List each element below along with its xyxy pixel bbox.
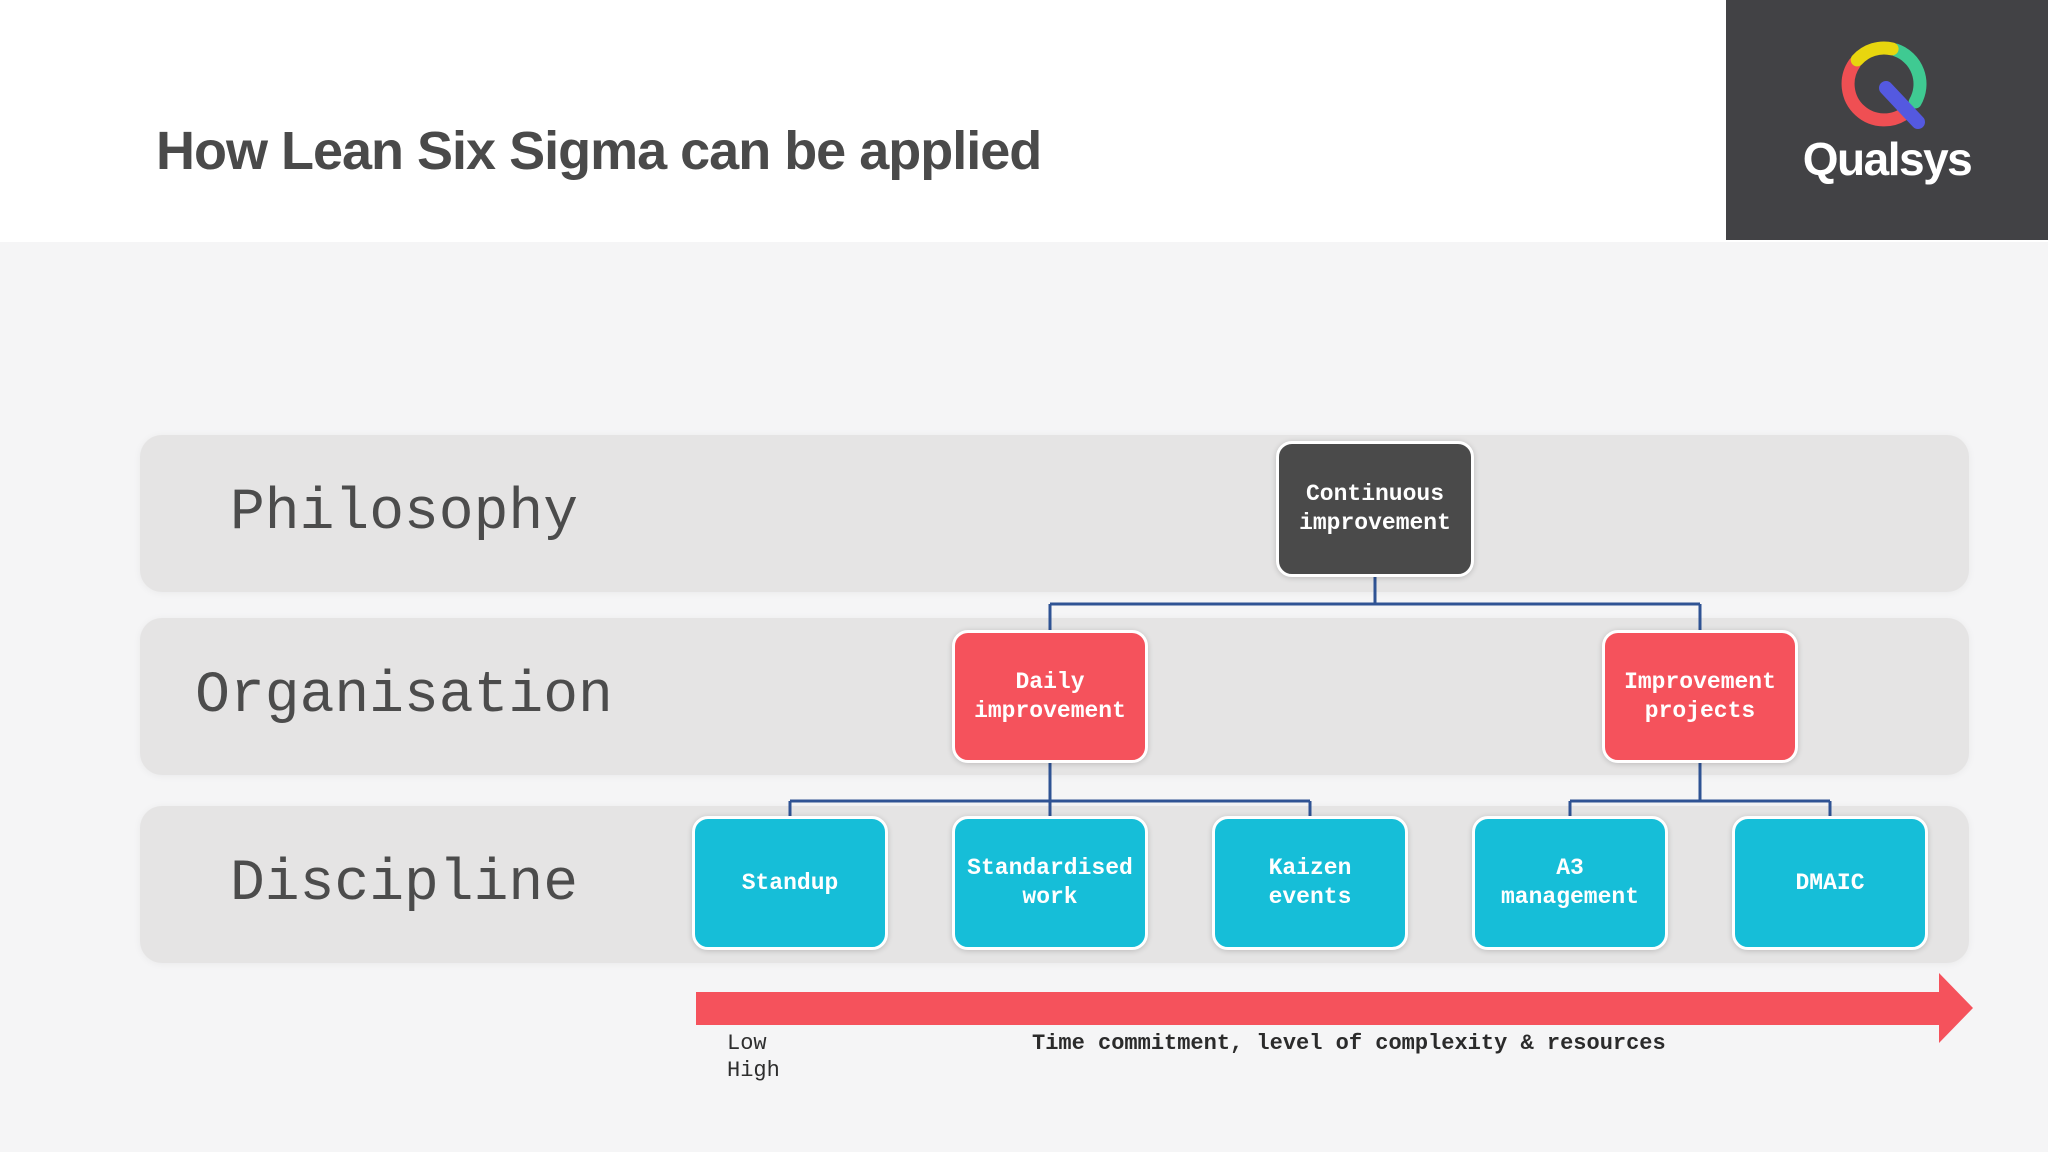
node-a3-management: A3 management — [1472, 816, 1668, 950]
qualsys-logo: Qualsys — [1726, 0, 2048, 240]
q-ring-segment-green — [1889, 43, 1927, 109]
page-title: How Lean Six Sigma can be applied — [156, 121, 1042, 181]
qualsys-q-icon — [1841, 41, 1927, 129]
time-arrow-head-icon — [1939, 973, 1973, 1043]
arrow-low-label: Low — [727, 1031, 767, 1056]
time-arrow-bar — [696, 992, 1939, 1025]
arrow-caption: Time commitment, level of complexity & r… — [1032, 1031, 1666, 1056]
header: How Lean Six Sigma can be applied Qualsy… — [0, 0, 2048, 242]
node-continuous-improvement: Continuous improvement — [1276, 441, 1474, 577]
node-kaizen-events: Kaizen events — [1212, 816, 1408, 950]
q-tail — [1879, 81, 1925, 129]
node-dmaic: DMAIC — [1732, 816, 1928, 950]
row-label-philosophy: Philosophy — [229, 481, 579, 546]
node-standup: Standup — [692, 816, 888, 950]
row-label-discipline: Discipline — [229, 852, 579, 917]
node-improvement-projects: Improvement projects — [1602, 630, 1798, 763]
row-philosophy: Philosophy — [140, 435, 1969, 592]
node-daily-improvement: Daily improvement — [952, 630, 1148, 763]
arrow-scale-labels: Low High — [727, 1030, 780, 1084]
row-label-organisation: Organisation — [195, 664, 613, 729]
q-ring-segment-yellow — [1850, 41, 1899, 67]
arrow-high-label: High — [727, 1058, 780, 1083]
qualsys-wordmark: Qualsys — [1802, 133, 1973, 185]
node-standardised-work: Standardised work — [952, 816, 1148, 950]
q-ring-segment-red — [1841, 56, 1914, 127]
